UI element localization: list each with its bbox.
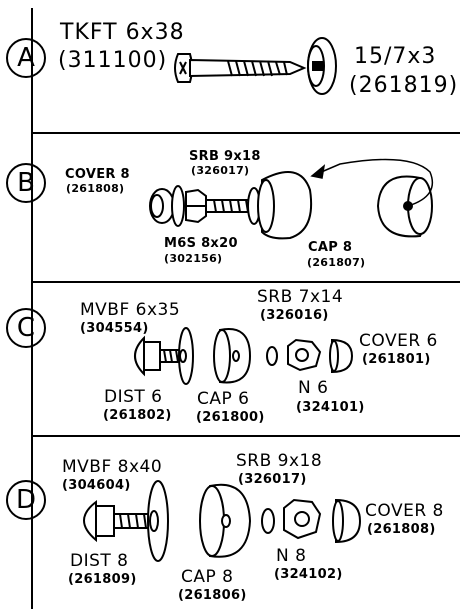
section-d-srb-name: SRB 9x18	[236, 451, 323, 471]
section-c-cover-code: (261801)	[362, 352, 431, 367]
section-a-washer-code: (261819)	[349, 73, 459, 98]
section-c-srb-name: SRB 7x14	[257, 287, 344, 307]
cap-icon	[213, 328, 252, 384]
small-washer-icon	[261, 508, 275, 534]
section-b-cap-name: CAP 8	[308, 240, 353, 255]
section-c-srb-code: (326016)	[260, 308, 329, 323]
section-d-letter: D	[6, 480, 46, 520]
section-d-mvbf-code: (304604)	[62, 478, 131, 493]
section-d-nut-code: (324102)	[274, 567, 343, 582]
hex-nut-icon	[283, 498, 322, 540]
section-c-nut-code: (324101)	[296, 400, 365, 415]
cap-cone-icon	[257, 171, 312, 240]
section-b-m6s-name: M6S 8x20	[164, 236, 238, 251]
section-d-cover-name: COVER 8	[365, 501, 444, 521]
section-d-cap-code: (261806)	[178, 588, 247, 603]
section-d-mvbf-name: MVBF 8x40	[62, 457, 163, 477]
section-b-letter: B	[6, 163, 46, 203]
screw-icon	[174, 53, 307, 83]
section-d-dist-code: (261809)	[68, 572, 137, 587]
section-b-m6s-code: (302156)	[164, 252, 223, 265]
section-c-cap-name: CAP 6	[197, 389, 250, 409]
carriage-bolt-icon	[134, 335, 185, 377]
section-d-dist-name: DIST 8	[70, 551, 129, 571]
section-a-washer-name: 15/7x3	[354, 44, 437, 69]
section-b-cover-code: (261808)	[66, 182, 125, 195]
section-c-letter: C	[6, 308, 46, 348]
section-d-cap-name: CAP 8	[181, 567, 234, 587]
section-a-screw-name: TKFT 6x38	[60, 20, 185, 45]
cover-icon	[329, 338, 354, 374]
hex-bolt-icon	[185, 187, 261, 225]
section-c-nut-name: N 6	[298, 378, 329, 398]
section-d-nut-name: N 8	[276, 546, 307, 566]
spacer-washer-icon	[178, 327, 194, 385]
assembly-arrow-icon	[310, 158, 434, 207]
cover-icon	[332, 498, 362, 544]
section-c-cap-code: (261800)	[196, 410, 265, 425]
section-d-cover-code: (261808)	[367, 522, 436, 537]
section-c-dist-code: (261802)	[103, 408, 172, 423]
cone-washer-icon	[307, 37, 337, 95]
section-b-srb-name: SRB 9x18	[189, 149, 261, 164]
washer-icon	[171, 185, 185, 227]
section-b-cover-name: COVER 8	[65, 167, 130, 182]
section-c-dist-name: DIST 6	[104, 387, 163, 407]
small-washer-icon	[266, 346, 278, 366]
section-b-cap-code: (261807)	[307, 256, 366, 269]
section-a-screw-code: (311100)	[58, 48, 168, 73]
section-c-mvbf-name: MVBF 6x35	[80, 300, 181, 320]
carriage-bolt-icon	[83, 499, 153, 543]
cap-detail-icon	[376, 175, 433, 238]
spacer-washer-icon	[147, 480, 169, 562]
section-b-srb-code: (326017)	[191, 164, 250, 177]
section-d-srb-code: (326017)	[238, 472, 307, 487]
section-c-cover-name: COVER 6	[359, 331, 438, 351]
cover-icon	[149, 188, 175, 224]
cap-icon	[199, 483, 252, 558]
section-c-mvbf-code: (304554)	[80, 321, 149, 336]
hex-nut-icon	[287, 338, 322, 372]
section-a-letter: A	[6, 38, 46, 78]
